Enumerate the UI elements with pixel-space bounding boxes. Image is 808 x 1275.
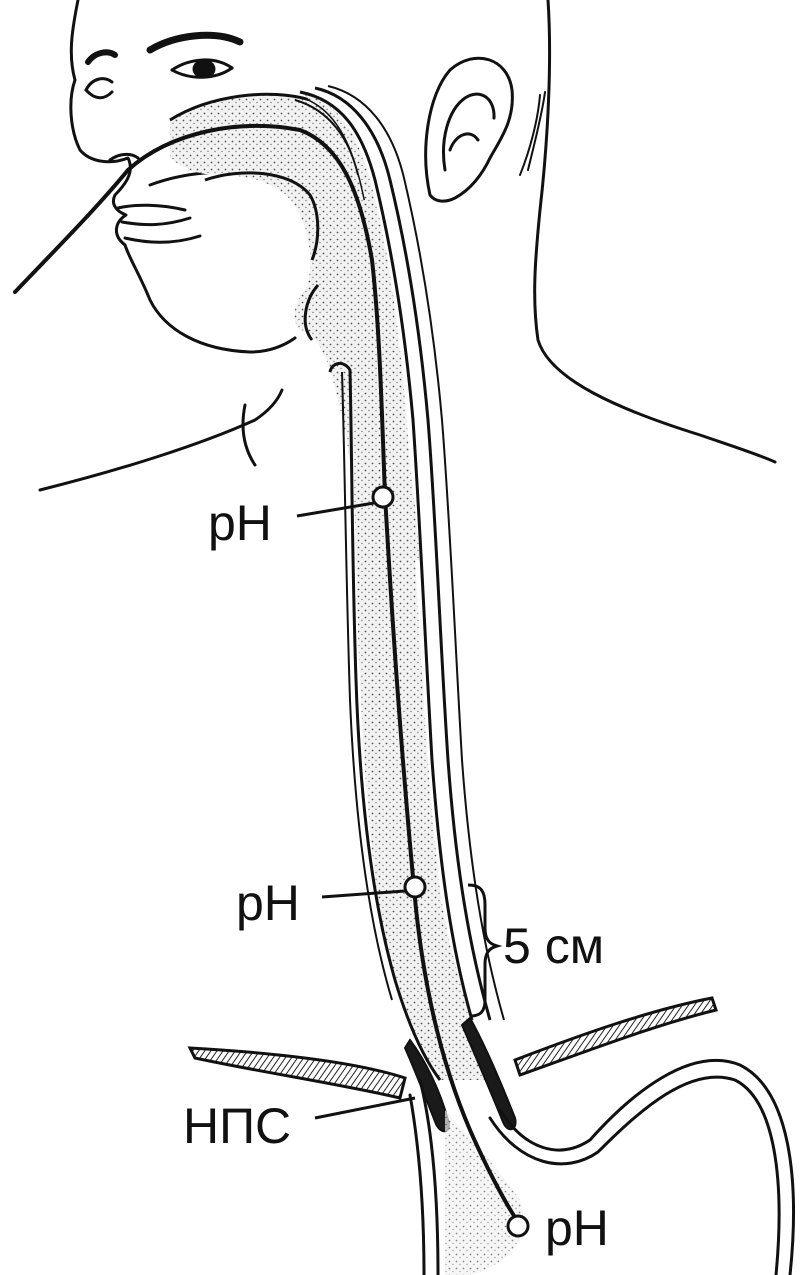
ph-sensor-stomach (508, 1216, 528, 1236)
distance-label: 5 см (503, 918, 604, 974)
ph-sensor-lower (405, 877, 425, 897)
eye (86, 35, 240, 97)
ear (426, 58, 513, 201)
ph-label-stomach: pH (545, 1200, 609, 1256)
gastric-contents (445, 1110, 523, 1275)
head-outline (40, 0, 295, 490)
ph-sensor-upper (373, 487, 393, 507)
neck-back (520, 0, 775, 462)
sphincter-label: НПС (183, 1098, 291, 1154)
ph-label-upper: pH (208, 495, 272, 551)
ph-label-lower: pH (236, 875, 300, 931)
